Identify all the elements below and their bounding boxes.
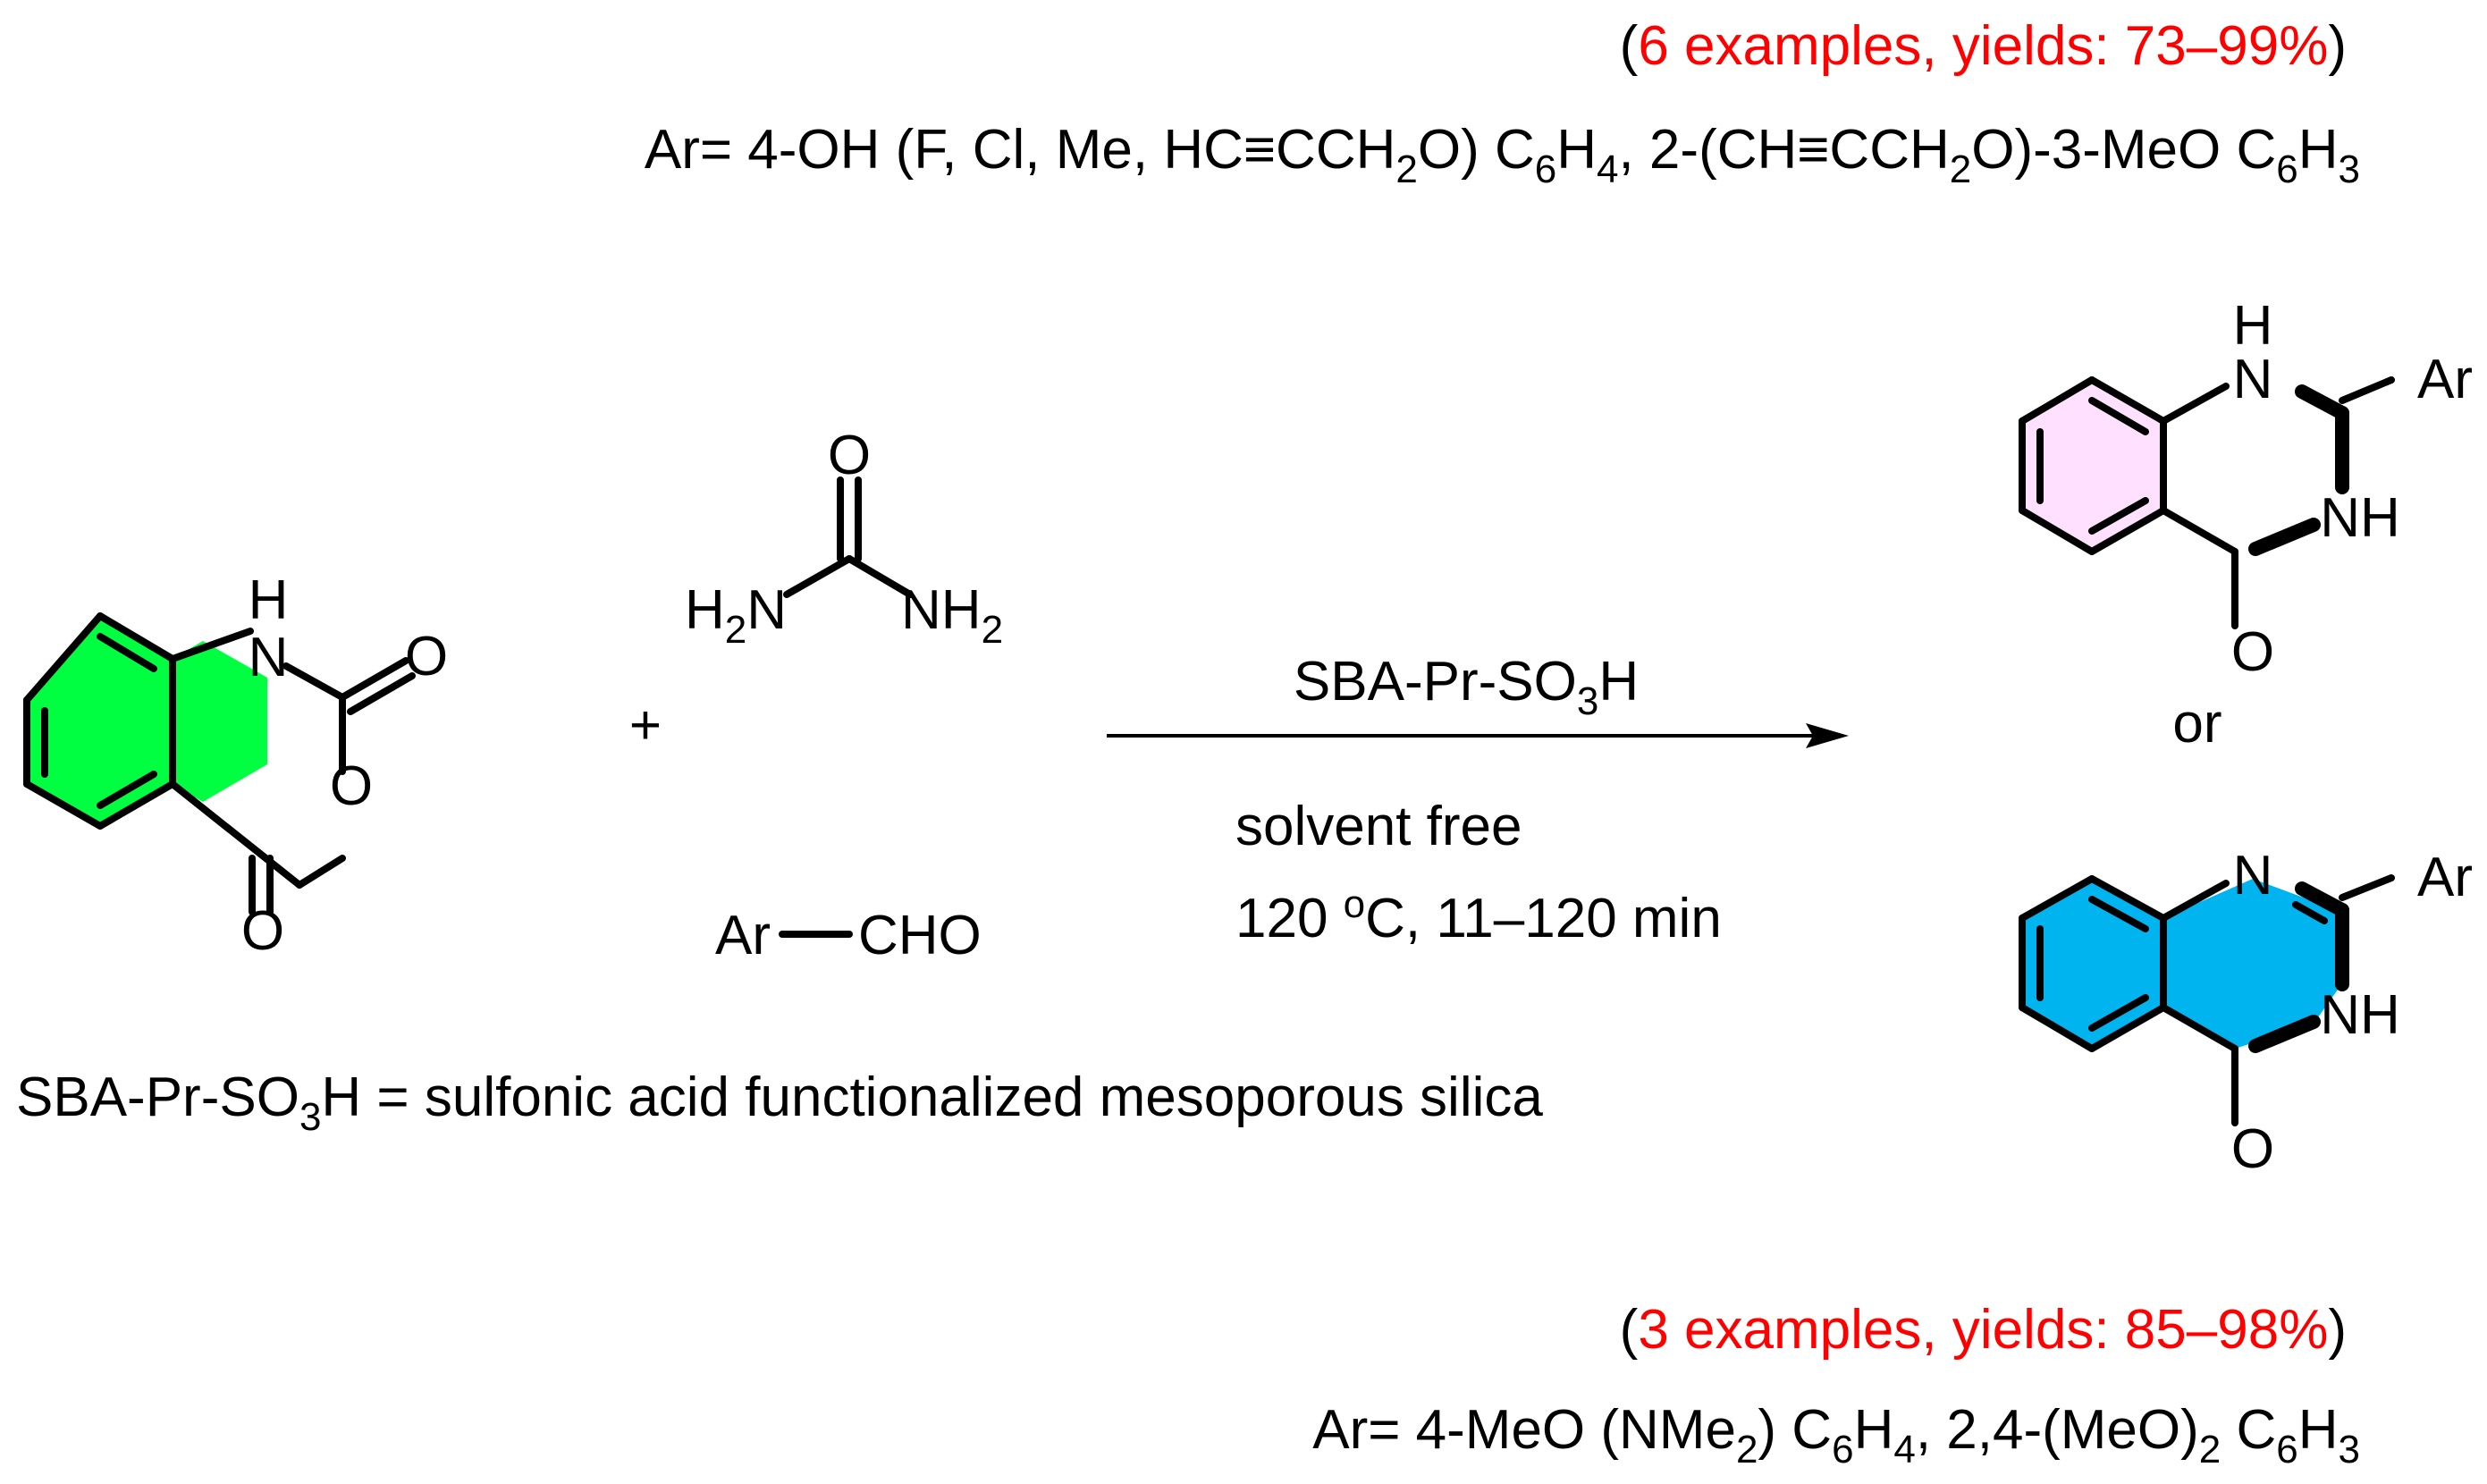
top-ar-definition: Ar= 4-OH (F, Cl, Me, HC≡CCH2O) C6H4, 2-(…	[645, 119, 2360, 191]
dihydro-nh-label: NH	[2320, 487, 2400, 549]
anhydride-carbonyl-o-label: O	[405, 626, 448, 687]
quinazolinone-n1-label: N	[2233, 845, 2273, 906]
aldehyde-ar-label: Ar	[715, 905, 771, 966]
isatoic-anhydride: H N O O O	[23, 569, 448, 962]
dihydro-h-label: H	[2233, 295, 2273, 357]
bottom-yield-red: 3 examples, yields: 85–98%	[1638, 1299, 2328, 1361]
urea: O H2N NH2	[685, 425, 1003, 652]
quinazolinone-highlight	[2022, 879, 2342, 1049]
dihydroquinazolinone-product: H N Ar NH O	[2019, 295, 2473, 683]
plus-sign: +	[629, 695, 662, 756]
quinazolinone-ar-label: Ar	[2417, 847, 2473, 908]
or-label: or	[2172, 693, 2221, 755]
anhydride-lower-o-label: O	[241, 900, 284, 962]
bottom-ar-definition: Ar= 4-MeO (NMe2) C6H4, 2,4-(MeO)2 C6H3	[1312, 1399, 2360, 1471]
top-yield-text: (6 examples, yields: 73–99%)	[1620, 15, 2347, 77]
catalyst-label: SBA-Pr-SO3H	[1294, 651, 1639, 723]
anhydride-h-label: H	[249, 569, 289, 631]
urea-nh2-label: NH2	[901, 579, 1003, 652]
bottom-yield-note: (3 examples, yields: 85–98%) Ar= 4-MeO (…	[1312, 1299, 2360, 1471]
aryl-aldehyde: Ar CHO	[715, 905, 982, 966]
dihydro-ar-label: Ar	[2417, 349, 2473, 410]
dihydro-o-label: O	[2231, 621, 2274, 683]
catalyst-definition: SBA-Pr-SO3H = sulfonic acid functionaliz…	[16, 1067, 1543, 1139]
quinazolinone-product: N Ar NH O	[2019, 845, 2473, 1180]
top-yield-red: 6 examples, yields: 73–99%	[1638, 15, 2328, 77]
aldehyde-cho-label: CHO	[858, 905, 982, 966]
quinazolinone-nh-label: NH	[2320, 984, 2400, 1046]
reaction-arrow	[1107, 723, 1849, 748]
anhydride-highlight	[27, 616, 267, 826]
anhydride-ring-o-label: O	[330, 755, 373, 817]
anhydride-n-label: N	[249, 627, 289, 688]
urea-h2n-label: H2N	[685, 579, 787, 652]
top-yield-note: (6 examples, yields: 73–99%) Ar= 4-OH (F…	[645, 15, 2360, 191]
urea-o-label: O	[828, 425, 871, 486]
temperature-time-label: 120 oC, 11–120 min	[1235, 882, 1722, 949]
bottom-yield-text: (3 examples, yields: 85–98%)	[1620, 1299, 2347, 1361]
solvent-label: solvent free	[1235, 796, 1522, 857]
quinazolinone-o-label: O	[2231, 1118, 2274, 1180]
dihydro-n1-label: N	[2233, 349, 2273, 410]
